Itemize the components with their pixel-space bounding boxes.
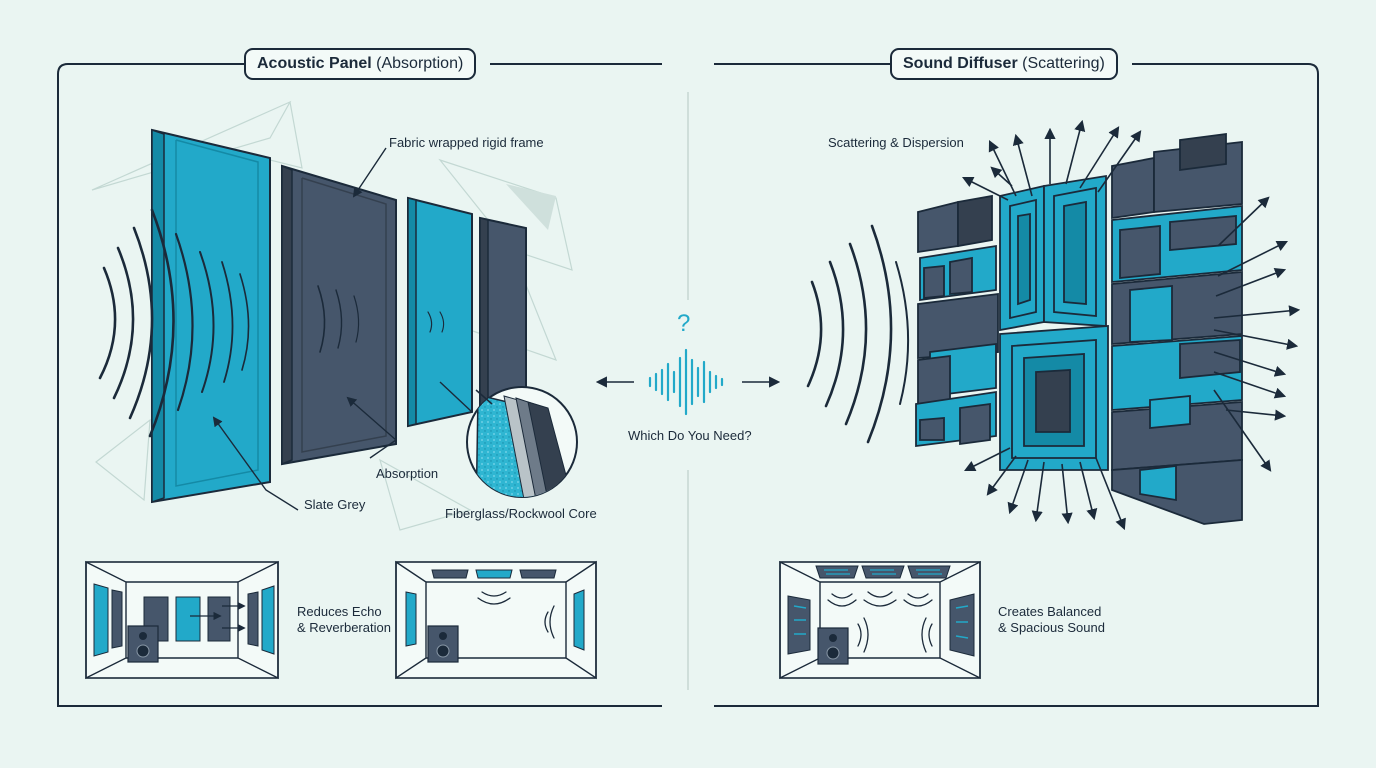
which-do-you-need-label: Which Do You Need? <box>628 428 752 443</box>
acoustic-panel-title-sub: (Absorption) <box>376 55 464 72</box>
right-frame <box>714 63 1319 707</box>
diffusion-caption-line-2: & Spacious Sound <box>998 620 1105 635</box>
acoustic-panel-title-main: Acoustic Panel <box>257 55 372 72</box>
background-shard <box>506 184 556 230</box>
diffuser-incoming-waves <box>806 224 910 444</box>
left-frame <box>57 63 662 707</box>
acoustic-panel-title: Acoustic Panel (Absorption) <box>244 48 477 80</box>
sound-diffuser <box>915 132 1243 525</box>
incoming-sound-waves <box>98 208 445 438</box>
diffusion-caption: Creates Balanced & Spacious Sound <box>998 604 1105 636</box>
absorption-caption-line-2: & Reverberation <box>297 620 391 635</box>
left-leader-lines <box>212 147 473 511</box>
absorption-caption-line-1: Reduces Echo <box>297 604 382 619</box>
soundwave-icon <box>648 348 724 416</box>
fabric-frame-label: Fabric wrapped rigid frame <box>389 135 544 150</box>
sound-diffuser-title-sub: (Scattering) <box>1022 55 1105 72</box>
absorption-label: Absorption <box>376 466 439 481</box>
diffusion-caption-line-1: Creates Balanced <box>998 604 1102 619</box>
scattering-label: Scattering & Dispersion <box>828 135 964 150</box>
question-mark-icon: ? <box>677 310 691 337</box>
slate-grey-label: Slate Grey <box>304 497 366 512</box>
center-comparison <box>595 348 781 416</box>
sound-diffuser-title: Sound Diffuser (Scattering) <box>890 48 1118 80</box>
slate-panel <box>281 164 397 466</box>
room-absorption-1 <box>85 560 279 680</box>
room-absorption-2 <box>395 560 597 680</box>
core-detail-magnifier <box>466 386 578 498</box>
teal-panel-front <box>151 128 271 504</box>
core-label: Fiberglass/Rockwool Core <box>445 506 597 521</box>
absorption-caption: Reduces Echo & Reverberation <box>297 604 391 636</box>
room-diffusion <box>779 560 981 680</box>
sound-diffuser-title-main: Sound Diffuser <box>903 55 1018 72</box>
scattering-arrows <box>961 119 1301 531</box>
acoustic-panels <box>151 128 527 504</box>
